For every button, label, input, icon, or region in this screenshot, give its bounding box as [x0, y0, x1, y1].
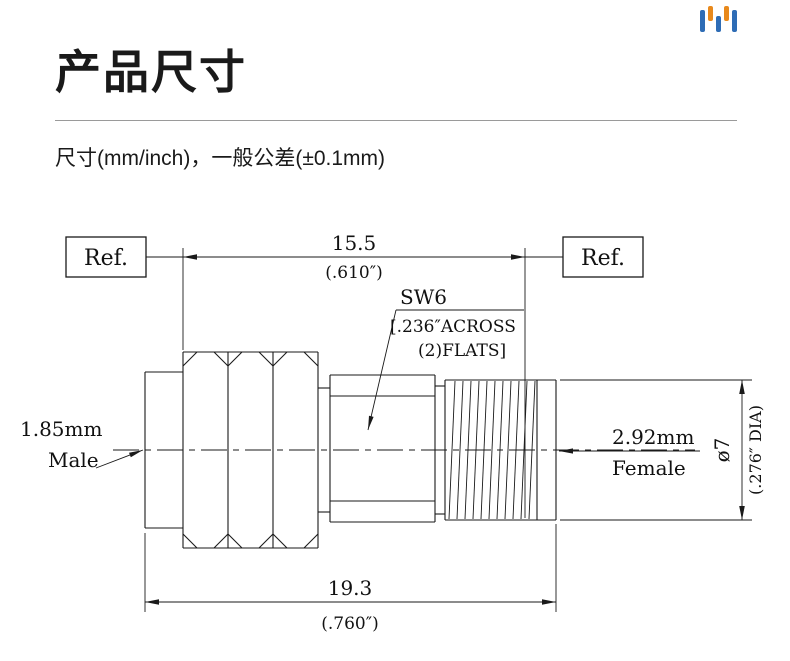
dim-overall-mm: 19.3 — [328, 576, 373, 600]
right-if-size: 2.92mm — [612, 425, 694, 449]
arrowhead — [739, 380, 745, 394]
sw6-label: SW6 — [400, 285, 447, 309]
page-title: 产品尺寸 — [55, 46, 247, 98]
logo-bar — [716, 16, 721, 32]
logo-bar — [724, 6, 729, 21]
arrowhead — [145, 599, 159, 605]
title-divider — [55, 120, 737, 121]
dia-inch: (.276″ DIA) — [746, 405, 765, 495]
logo-bar — [732, 10, 737, 32]
connector-outline — [144, 351, 557, 549]
ref-left-label: Ref. — [84, 246, 128, 271]
dim-body-length: Ref. Ref. 15.5 (.610″) — [65, 231, 644, 518]
tolerance-note: 尺寸(mm/inch)，一般公差(±0.1mm) — [55, 147, 386, 170]
hex-body-sw6 — [329, 374, 436, 523]
coupling-hex-nut — [182, 351, 319, 549]
groove-section — [435, 385, 445, 515]
arrowhead — [739, 506, 745, 520]
audio-bars-logo-icon — [700, 6, 737, 32]
arrowhead — [129, 450, 143, 458]
left-interface-label: 1.85mm Male — [20, 417, 144, 472]
logo-bar — [700, 10, 705, 32]
male-front-section — [144, 371, 183, 529]
right-if-gender: Female — [612, 456, 686, 480]
dim-overall-inch: (.760″) — [321, 614, 378, 634]
across-flats-line1: [.236″ACROSS — [390, 317, 516, 337]
leader-line — [367, 309, 397, 431]
dim-body-inch: (.610″) — [325, 263, 382, 283]
arrowhead — [183, 254, 197, 260]
across-flats-line2: (2)FLATS] — [418, 341, 506, 361]
left-if-size: 1.85mm — [20, 417, 102, 441]
dia-mm: ø7 — [710, 438, 734, 463]
spacer-section — [318, 387, 330, 513]
dim-diameter: ø7 (.276″ DIA) — [560, 379, 765, 521]
hex-callout: SW6 [.236″ACROSS (2)FLATS] — [367, 285, 524, 431]
ref-right-label: Ref. — [581, 246, 625, 271]
logo-bar — [708, 6, 713, 21]
arrowhead — [559, 448, 573, 454]
threaded-female-section — [444, 379, 557, 521]
dim-overall-length: 19.3 (.760″) — [144, 524, 557, 634]
arrowhead — [511, 254, 525, 260]
left-if-gender: Male — [48, 448, 99, 472]
dim-body-mm: 15.5 — [332, 231, 377, 255]
arrowhead — [368, 415, 374, 430]
right-interface-label: 2.92mm Female — [559, 425, 700, 480]
arrowhead — [542, 599, 556, 605]
thread-hatching — [448, 380, 536, 520]
